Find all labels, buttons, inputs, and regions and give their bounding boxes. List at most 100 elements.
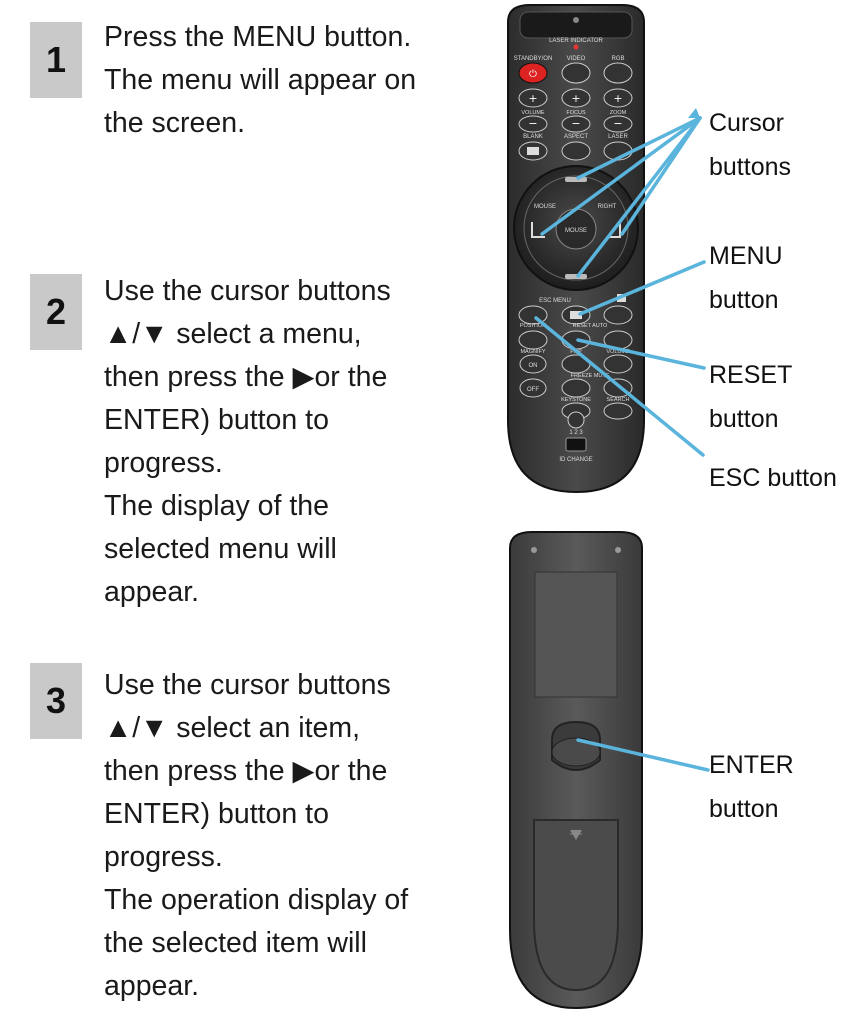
id-change-label: ID CHANGE <box>559 457 592 463</box>
zoom-minus-button <box>603 115 633 133</box>
text-line: appear. <box>104 970 200 1002</box>
esc-button <box>518 305 548 325</box>
svg-text:−: − <box>613 117 622 130</box>
search-button <box>603 402 633 420</box>
step-2-text: Use the cursor buttons ▲/▼ select a menu… <box>104 270 484 614</box>
callout-line-1: MENU <box>709 242 783 270</box>
freeze-mute-label: FREEZE MUTE <box>571 373 610 379</box>
magnify-on-button <box>519 354 547 374</box>
id-button <box>567 411 585 429</box>
text-line: Press the MENU button. <box>104 21 412 53</box>
text-line: Use the cursor buttons <box>104 275 391 307</box>
cursor-up-button <box>565 177 587 182</box>
callout-line-1: RESET <box>709 361 793 389</box>
right-label: RIGHT <box>598 204 617 210</box>
svg-text:−: − <box>571 117 580 130</box>
cursor-down-button <box>565 274 587 279</box>
text-line: Use the cursor buttons <box>104 669 391 701</box>
video-button <box>561 62 591 84</box>
position-label: POSITION <box>520 323 546 329</box>
step-1-text: Press the MENU button. The menu will app… <box>104 16 484 145</box>
blank-label: BLANK <box>523 134 543 140</box>
off-label: OFF <box>527 387 539 393</box>
menu-callout-line <box>578 260 706 316</box>
search-label: SEARCH <box>607 397 630 403</box>
text-line: appear. <box>104 576 200 608</box>
step-1-number: 1 <box>30 22 82 98</box>
text-line: then press the ▶or the <box>104 361 388 393</box>
magnify-off-button <box>519 378 547 398</box>
volume-button <box>603 354 633 374</box>
aspect-button <box>561 141 591 161</box>
svg-text:⏻: ⏻ <box>529 69 537 80</box>
laser-label: LASER <box>608 134 628 140</box>
text-line: ▲/▼ select a menu, <box>104 318 362 350</box>
laser-indicator-label: LASER INDICATOR <box>549 38 603 44</box>
text-line: ENTER) button to <box>104 404 329 436</box>
esc-button-callout: ESC button <box>709 456 837 500</box>
vol-minus-button <box>518 115 548 133</box>
callout-line-1: Cursor <box>709 109 785 137</box>
rgb-button <box>603 62 633 84</box>
zoom-label: ZOOM <box>610 110 627 116</box>
callout-line-2: button <box>709 286 779 314</box>
step-3-number: 3 <box>30 663 82 739</box>
reset-auto-label: RESET AUTO <box>573 323 608 329</box>
reset-button-callout: RESET button <box>709 353 792 441</box>
page-button <box>603 305 633 325</box>
magnify-label: MAGNIFY <box>520 349 545 355</box>
mouse-label: MOUSE <box>534 204 556 210</box>
svg-text:+: + <box>613 92 622 105</box>
text-line: selected menu will <box>104 533 337 565</box>
callout-line-1: ENTER <box>709 751 794 779</box>
volume-label: VOLUME <box>606 349 630 355</box>
svg-text:+: + <box>571 92 580 105</box>
step-2-number: 2 <box>30 274 82 350</box>
text-line: the screen. <box>104 107 245 139</box>
back-label-panel <box>534 571 618 698</box>
callout-line-2: buttons <box>709 153 792 181</box>
text-line: progress. <box>104 447 223 479</box>
vol-label: VOLUME <box>521 110 545 116</box>
enter-button-callout: ENTER button <box>709 743 794 831</box>
menu-button-callout: MENU button <box>709 234 783 322</box>
cursor-buttons-callout: Cursor buttons <box>709 101 791 189</box>
cursor-callout-line <box>576 116 702 180</box>
svg-text:−: − <box>528 117 537 130</box>
svg-text:+: + <box>528 92 537 105</box>
cover-arrow-icon <box>570 830 582 840</box>
callout-line-1: ESC button <box>709 464 837 492</box>
position-button <box>518 330 548 350</box>
on-label: ON <box>529 363 538 369</box>
text-line: then press the ▶or the <box>104 755 388 787</box>
id-label: 1 2 3 <box>569 430 583 436</box>
zoom-plus-button <box>603 88 633 108</box>
focus-plus-button <box>561 88 591 108</box>
text-line: the selected item will <box>104 927 367 959</box>
esc-menu-label: ESC MENU <box>539 298 571 304</box>
reset-callout-line <box>576 338 706 370</box>
text-line: progress. <box>104 841 223 873</box>
esc-callout-line <box>534 316 705 457</box>
ir-window <box>519 11 633 39</box>
standby-label: STANDBY/ON <box>514 56 553 62</box>
video-label: VIDEO <box>567 56 586 62</box>
rgb-label: RGB <box>611 56 624 62</box>
aspect-label: ASPECT <box>564 134 588 140</box>
text-line: ▲/▼ select an item, <box>104 712 360 744</box>
callout-line-2: button <box>709 405 779 433</box>
text-line: The menu will appear on <box>104 64 417 96</box>
battery-cover <box>533 819 619 992</box>
text-line: The operation display of <box>104 884 409 916</box>
enter-callout-line <box>576 738 710 772</box>
text-line: The display of the <box>104 490 329 522</box>
cursor-right-button <box>607 222 621 238</box>
focus-label: FOCUS <box>566 110 586 116</box>
callout-line-2: button <box>709 795 779 823</box>
freeze-button <box>561 378 591 398</box>
standby-button <box>518 62 548 84</box>
focus-minus-button <box>561 115 591 133</box>
cursor-left-button <box>531 222 545 238</box>
step-3-text: Use the cursor buttons ▲/▼ select an ite… <box>104 664 484 1008</box>
